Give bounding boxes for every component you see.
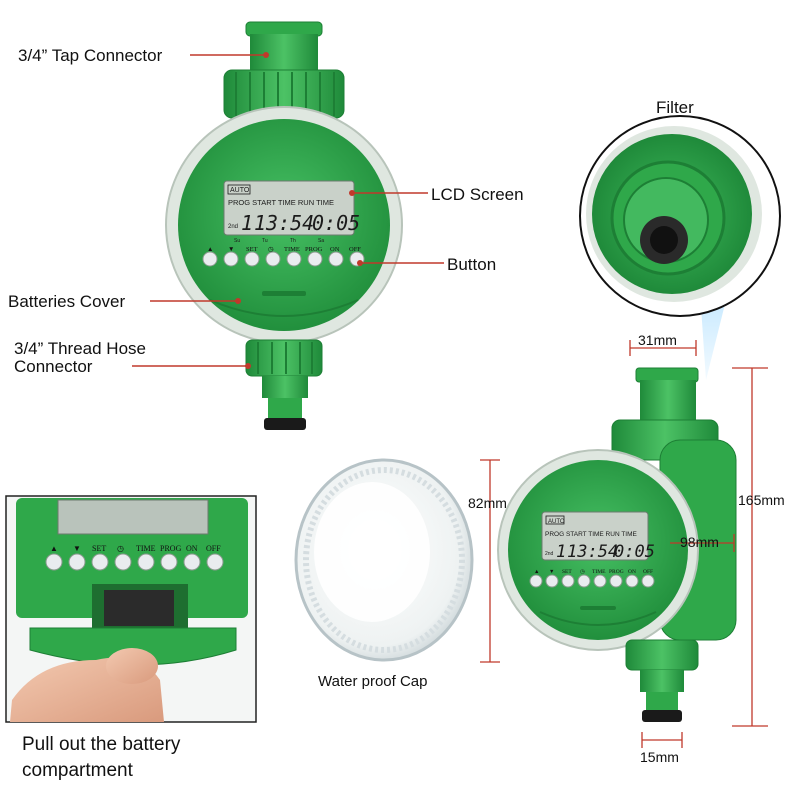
svg-text:▼: ▼ — [73, 544, 81, 553]
svg-text:TIME: TIME — [592, 569, 606, 575]
svg-text:SET: SET — [92, 544, 106, 553]
svg-text:SET: SET — [246, 246, 258, 253]
control-button[interactable] — [244, 251, 260, 267]
control-button[interactable] — [328, 251, 344, 267]
side-lcd-auto: AUTO — [548, 519, 565, 525]
lcd-run-time: 0:05 — [312, 211, 360, 235]
label-battery-line1: Pull out the battery — [22, 734, 181, 755]
label-battery-line2: compartment — [22, 760, 134, 781]
svg-text:▼: ▼ — [228, 246, 234, 253]
lcd-auto-box — [227, 184, 251, 195]
side-button-row — [529, 574, 655, 588]
control-button[interactable] — [609, 574, 623, 588]
svg-text:▲: ▲ — [534, 569, 539, 575]
control-button[interactable] — [307, 251, 323, 267]
control-button[interactable] — [45, 553, 63, 571]
filter-zoom-beam — [700, 292, 726, 380]
button-labels-main: ▲ ▼ SET ◷ TIME PROG ON OFF — [207, 246, 361, 253]
svg-text:▲: ▲ — [50, 544, 58, 553]
side-lcd-second: 2nd — [545, 551, 554, 557]
control-button[interactable] — [206, 553, 224, 571]
callout-lines — [132, 54, 444, 367]
lcd-start-time: 13:54 — [254, 211, 314, 235]
svg-text:PROG: PROG — [305, 246, 323, 253]
inset-button-row — [45, 553, 224, 571]
dimension-lines — [480, 340, 768, 748]
svg-text:◷: ◷ — [117, 544, 124, 553]
lcd-auto-label: AUTO — [230, 187, 250, 194]
svg-text:ON: ON — [186, 544, 198, 553]
control-button[interactable] — [529, 574, 543, 588]
label-tap-connector: 3/4” Tap Connector — [18, 46, 163, 65]
side-lcd-start: 13:54 — [567, 542, 618, 562]
water-proof-cap — [294, 458, 474, 662]
svg-text:OFF: OFF — [349, 246, 361, 253]
label-water-proof-cap: Water proof Cap — [318, 673, 428, 690]
svg-text:OFF: OFF — [643, 569, 653, 575]
lcd-day: Th — [290, 238, 296, 244]
lcd-second-label: 2nd — [228, 224, 238, 230]
control-button[interactable] — [114, 553, 132, 571]
control-button[interactable] — [641, 574, 655, 588]
main-timer — [165, 21, 403, 430]
button-labels-inset: ▲ ▼ SET ◷ TIME PROG ON OFF — [50, 544, 221, 553]
svg-text:PROG: PROG — [609, 569, 624, 575]
dim-body-depth: 98mm — [680, 534, 719, 550]
label-thread-hose-line2: Connector — [14, 357, 93, 376]
control-button[interactable] — [202, 251, 218, 267]
svg-text:▼: ▼ — [549, 569, 554, 575]
svg-text:SET: SET — [562, 569, 572, 575]
control-button[interactable] — [593, 574, 607, 588]
control-button[interactable] — [91, 553, 109, 571]
control-button[interactable] — [286, 251, 302, 267]
control-button[interactable] — [561, 574, 575, 588]
svg-text:◷: ◷ — [580, 569, 585, 575]
control-button[interactable] — [137, 553, 155, 571]
label-lcd-screen: LCD Screen — [431, 185, 524, 204]
control-button[interactable] — [223, 251, 239, 267]
control-button[interactable] — [625, 574, 639, 588]
filter-zoom — [579, 115, 781, 317]
label-thread-hose-line1: 3/4” Thread Hose — [14, 339, 146, 358]
svg-text:OFF: OFF — [206, 544, 221, 553]
side-lcd-run: 0:05 — [614, 542, 655, 562]
lcd-day: Sa — [318, 238, 324, 244]
label-batteries-cover: Batteries Cover — [8, 292, 125, 311]
dim-top-width: 31mm — [638, 332, 677, 348]
svg-text:PROG: PROG — [160, 544, 182, 553]
svg-text:ON: ON — [628, 569, 636, 575]
dim-outlet-width: 15mm — [640, 749, 679, 765]
control-button[interactable] — [545, 574, 559, 588]
control-button[interactable] — [265, 251, 281, 267]
side-lcd-header: PROG START TIME RUN TIME — [545, 531, 638, 538]
button-row — [202, 251, 365, 267]
control-button[interactable] — [183, 553, 201, 571]
lcd-header: PROG START TIME RUN TIME — [228, 198, 334, 207]
svg-text:TIME: TIME — [284, 246, 300, 253]
dim-height: 165mm — [738, 492, 785, 508]
svg-text:TIME: TIME — [136, 544, 156, 553]
side-lcd-prog: 1 — [556, 542, 566, 562]
lcd-day: Tu — [262, 238, 268, 244]
svg-text:▲: ▲ — [207, 246, 213, 253]
svg-text:◷: ◷ — [268, 246, 274, 253]
svg-text:ON: ON — [330, 246, 340, 253]
lcd-prog-number: 1 — [241, 211, 253, 235]
control-button[interactable] — [577, 574, 591, 588]
dim-cap-diameter: 82mm — [468, 495, 507, 511]
lcd-day: Su — [234, 238, 240, 244]
control-button[interactable] — [68, 553, 86, 571]
button-labels-side: ▲ ▼ SET ◷ TIME PROG ON OFF — [534, 569, 653, 575]
battery-inset — [5, 495, 257, 723]
control-button[interactable] — [160, 553, 178, 571]
label-filter: Filter — [656, 98, 694, 117]
label-button: Button — [447, 255, 496, 274]
side-view-timer — [497, 367, 737, 722]
